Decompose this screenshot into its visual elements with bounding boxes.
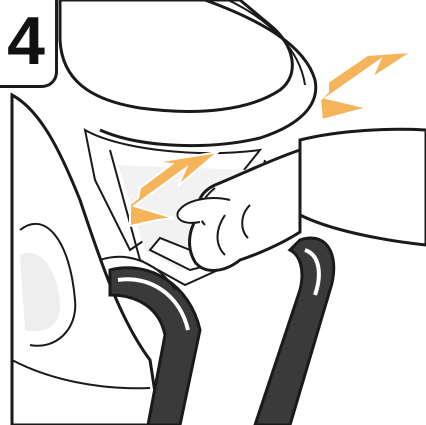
harness-strap-right (255, 238, 334, 425)
step-number: 4 (0, 6, 52, 76)
arrow-down-left-icon (320, 52, 412, 120)
step-number-box: 4 (0, 0, 58, 88)
sleeve (300, 129, 426, 245)
